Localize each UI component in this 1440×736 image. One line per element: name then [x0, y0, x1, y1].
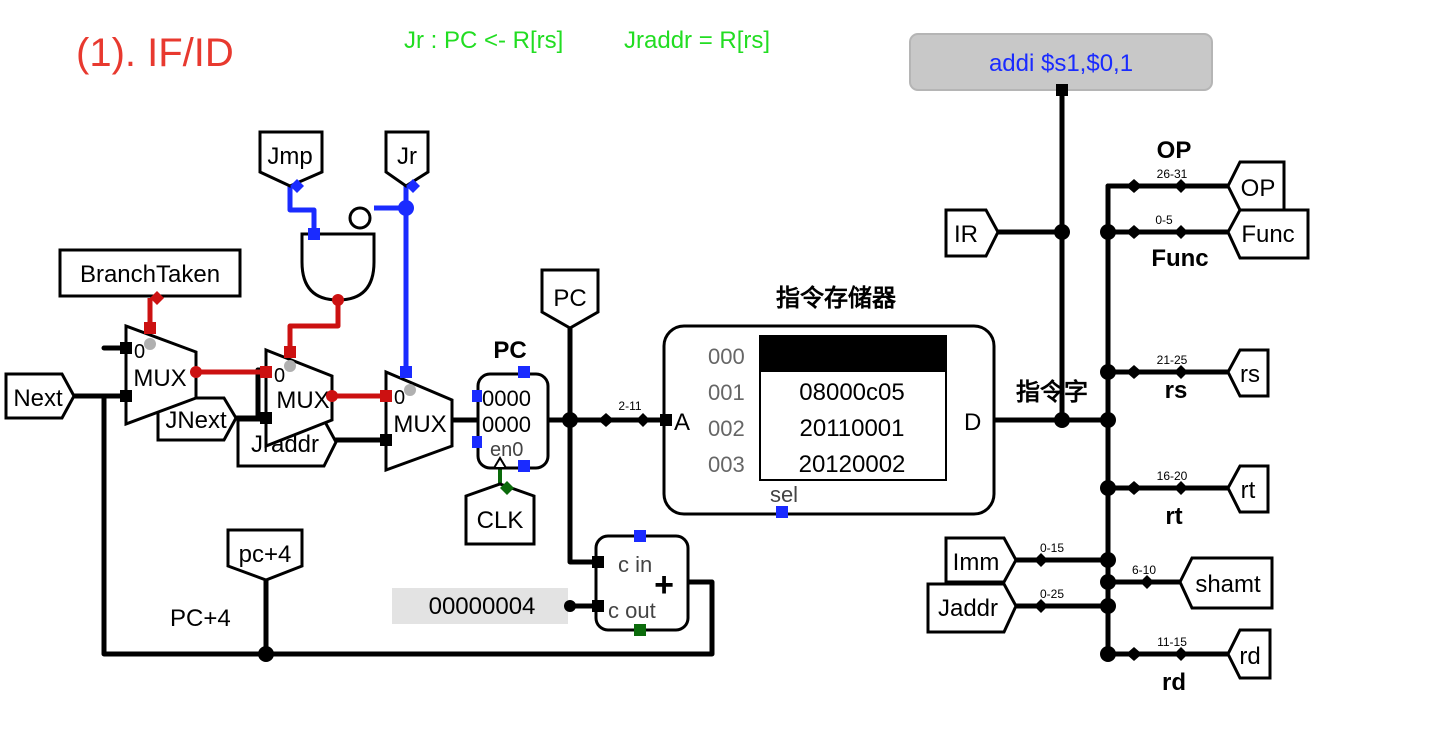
svg-text:Jaddr: Jaddr [938, 595, 998, 622]
constant-4: 00000004 [392, 588, 568, 624]
mux-1: 0 MUX [124, 323, 198, 427]
svg-text:en0: en0 [490, 439, 523, 461]
field-rt: rt [1165, 503, 1182, 530]
rd-bits-label: 11-15 [1157, 635, 1187, 649]
svg-text:PC: PC [493, 337, 526, 364]
memory-row-value: 20110001 [800, 415, 905, 442]
svg-text:0000: 0000 [482, 412, 531, 437]
svg-text:D: D [964, 409, 981, 436]
svg-text:MUX: MUX [276, 387, 329, 414]
splitters [150, 179, 1188, 661]
note-jraddr: Jraddr = R[rs] [624, 27, 770, 54]
field-func: Func [1151, 245, 1208, 272]
pc4-label: PC+4 [170, 605, 231, 632]
mux-3: 0 MUX [384, 369, 454, 473]
svg-text:c in: c in [618, 552, 652, 577]
svg-text:0000: 0000 [482, 386, 531, 411]
pin-func: Func [1226, 208, 1310, 260]
pin-next: Next [4, 372, 76, 420]
pin-rs: rs [1226, 348, 1270, 398]
instruction-memory: 指令存储器 A D sel 000 20110001 001 08000c05 002 2… [662, 284, 996, 518]
pin-jnext: JNext [156, 396, 238, 442]
svg-text:rd: rd [1239, 643, 1260, 670]
svg-text:rs: rs [1240, 361, 1260, 388]
svg-text:BranchTaken: BranchTaken [80, 261, 220, 288]
pin-pc: PC [540, 268, 600, 330]
svg-text:IR: IR [954, 221, 978, 248]
svg-text:Next: Next [13, 385, 63, 412]
svg-text:shamt: shamt [1195, 571, 1261, 598]
svg-text:Jr: Jr [397, 143, 417, 170]
instr-word-label: 指令字 [1016, 378, 1088, 406]
pc-bits-label: 2-11 [618, 399, 641, 413]
func-bits-label: 0-5 [1155, 213, 1173, 227]
svg-text:Imm: Imm [953, 549, 1000, 576]
pin-shamt: shamt [1178, 556, 1274, 610]
field-op: OP [1157, 137, 1192, 164]
svg-text:00000004: 00000004 [429, 593, 536, 620]
rt-bits-label: 16-20 [1157, 469, 1188, 483]
pin-ir: IR [944, 208, 1000, 258]
inverter-bubble [348, 206, 372, 230]
svg-text:Func: Func [1241, 221, 1294, 248]
instruction-display-text: addi $s1,$0,1 [989, 50, 1133, 77]
adder: c in c out + [594, 530, 690, 636]
memory-row-address: 000 [708, 344, 745, 369]
pin-pc4: pc+4 [226, 528, 304, 582]
svg-text:Jmp: Jmp [267, 143, 312, 170]
note-jr: Jr : PC <- R[rs] [404, 27, 563, 54]
field-rs: rs [1165, 377, 1188, 404]
svg-text:PC: PC [553, 285, 586, 312]
pin-rt: rt [1226, 464, 1270, 514]
svg-text:+: + [654, 566, 674, 604]
svg-text:0: 0 [394, 387, 405, 409]
svg-text:rt: rt [1241, 477, 1256, 504]
memory-row-address: 002 [708, 416, 745, 441]
svg-text:MUX: MUX [393, 411, 446, 438]
memory-row-address: 003 [708, 452, 745, 477]
pin-branch-taken: BranchTaken [58, 248, 242, 298]
svg-text:sel: sel [770, 482, 798, 507]
rs-bits-label: 21-25 [1157, 353, 1188, 367]
pin-op: OP [1226, 160, 1286, 212]
shamt-bits-label: 6-10 [1132, 563, 1156, 577]
svg-text:CLK: CLK [477, 507, 524, 534]
memory-row-value: 08000c05 [799, 379, 904, 406]
memory-row-value: 20110001 [800, 343, 905, 370]
jaddr-bits-label: 0-25 [1040, 587, 1064, 601]
pin-imm: Imm [944, 536, 1018, 584]
op-bits-label: 26-31 [1157, 167, 1188, 181]
junctions [120, 84, 1116, 662]
svg-text:MUX: MUX [133, 365, 186, 392]
svg-text:指令存储器: 指令存储器 [776, 284, 897, 312]
pin-jmp: Jmp [258, 130, 324, 188]
memory-row-address: 001 [708, 380, 745, 405]
pin-clk: CLK [464, 482, 536, 546]
svg-text:OP: OP [1241, 175, 1276, 202]
mux-2: 0 MUX [264, 347, 334, 449]
pc-register: PC 0000 0000 en0 [472, 337, 550, 472]
svg-text:0: 0 [274, 365, 285, 387]
svg-text:0: 0 [134, 341, 145, 363]
pin-jr: Jr [384, 130, 430, 188]
page-title: (1). IF/ID [76, 31, 234, 75]
pin-rd: rd [1226, 628, 1272, 680]
and-gate [300, 206, 376, 302]
svg-text:c out: c out [608, 598, 656, 623]
svg-text:JNext: JNext [165, 407, 227, 434]
svg-text:pc+4: pc+4 [239, 541, 292, 568]
imm-bits-label: 0-15 [1040, 541, 1064, 555]
memory-row-value: 20120002 [799, 451, 906, 478]
field-rd: rd [1162, 669, 1186, 696]
svg-text:A: A [674, 409, 690, 436]
pin-jaddr: Jaddr [926, 582, 1018, 634]
